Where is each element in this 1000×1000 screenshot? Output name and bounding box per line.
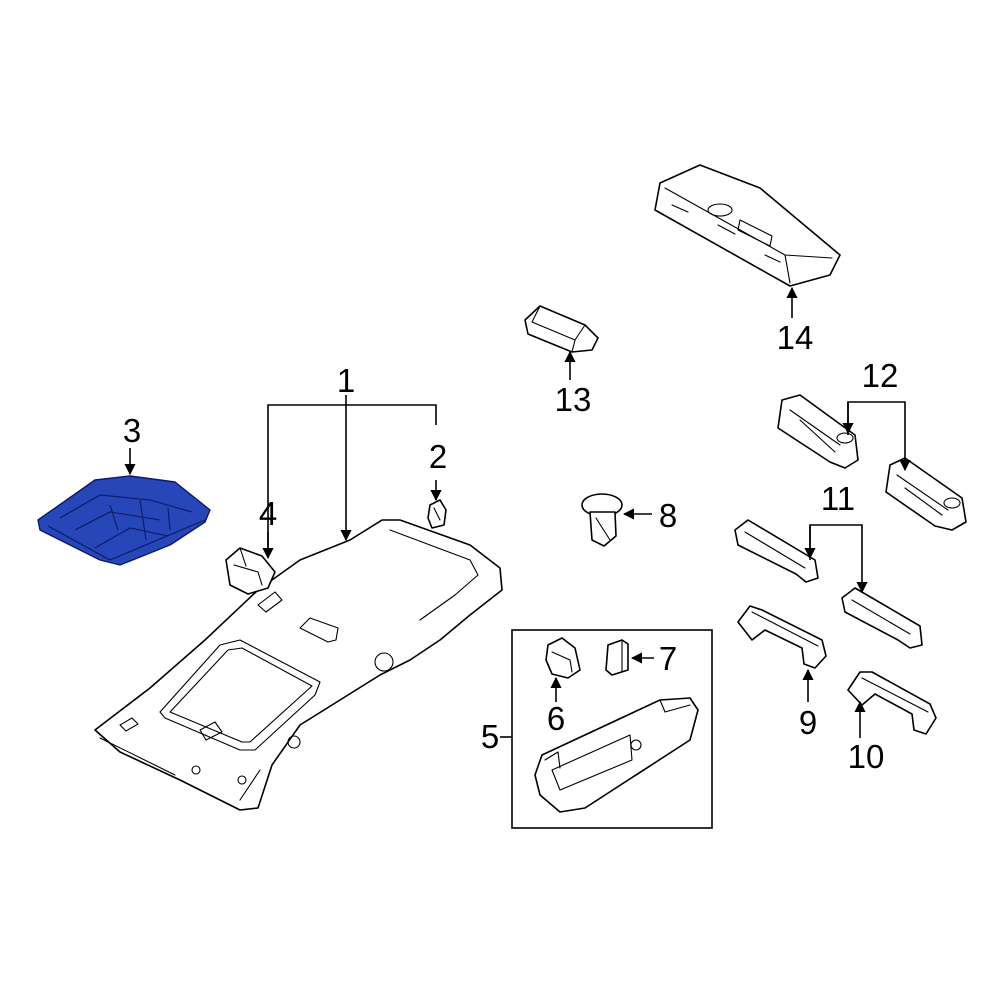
part-5-sun-visor[interactable] [534, 697, 699, 813]
callout-12: 12 [862, 357, 899, 394]
callout-7: 7 [659, 640, 677, 677]
part-10-grab-handle[interactable] [847, 671, 937, 735]
part-7-cover[interactable] [605, 639, 629, 676]
part-12-bracket-left[interactable] [777, 394, 859, 469]
part-12-bracket-right[interactable] [885, 457, 967, 531]
part-9-grab-handle[interactable] [737, 605, 827, 669]
leader-1-branch [267, 404, 437, 548]
part-2-clip[interactable] [427, 499, 447, 529]
part-11-bracket-right[interactable] [841, 587, 923, 649]
callout-6: 6 [547, 700, 565, 737]
callout-2: 2 [429, 438, 447, 475]
part-11-bracket-left[interactable] [734, 519, 819, 583]
part-4-clip[interactable] [225, 547, 276, 595]
callout-9: 9 [799, 704, 817, 741]
group-5-box [511, 629, 713, 829]
part-3-highlighted-panel[interactable] [37, 475, 211, 566]
part-6-visor-clip[interactable] [545, 637, 581, 679]
callout-10: 10 [848, 738, 885, 775]
callout-1: 1 [337, 362, 355, 399]
callout-11: 11 [821, 480, 855, 517]
callout-4: 4 [259, 495, 277, 532]
callout-8: 8 [659, 497, 677, 534]
callout-14: 14 [777, 319, 814, 356]
callout-3: 3 [123, 412, 141, 449]
part-13-lamp[interactable] [524, 305, 599, 353]
part-1-headliner[interactable] [94, 519, 503, 811]
leader-11-right [809, 524, 868, 594]
callout-5: 5 [481, 718, 499, 755]
callout-13: 13 [555, 381, 592, 418]
part-8-clip[interactable] [581, 493, 623, 547]
part-14-overhead-console[interactable] [654, 164, 841, 287]
